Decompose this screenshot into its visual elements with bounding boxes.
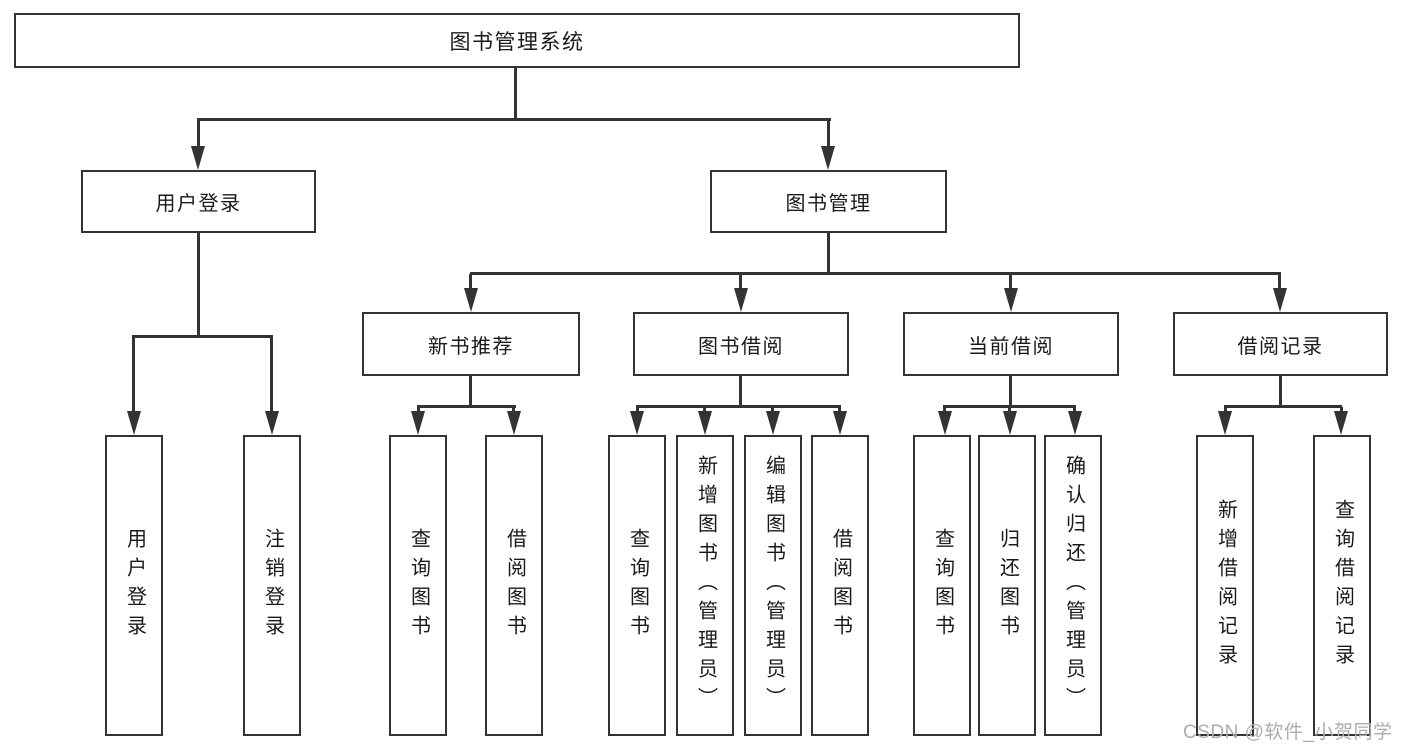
connector-line [1279,376,1282,407]
arrowhead-down-icon [1273,288,1287,312]
arrowhead-down-icon [191,146,205,170]
node-label: 当前借阅 [968,335,1054,358]
node-add-borrow-record: 新增借阅记录 [1196,435,1254,736]
connector-line [1009,376,1012,407]
connector-line [197,233,200,337]
node-logout: 注销登录 [243,435,301,736]
node-library-system: 图书管理系统 [14,13,1020,68]
arrowhead-down-icon [1218,411,1232,435]
arrowhead-down-icon [1004,288,1018,312]
connector-line [636,407,639,412]
node-label: 查询图书 [931,527,954,644]
node-label: 确认归还（管理员） [1062,455,1085,716]
connector-line [132,337,135,412]
node-query-books-recommend: 查询图书 [389,435,447,736]
arrowhead-down-icon [411,411,425,435]
arrowhead-down-icon [833,411,847,435]
csdn-watermark: CSDN @软件_小贺同学 [1183,722,1393,743]
connector-line [838,407,841,412]
node-label: 编辑图书（管理员） [762,455,785,716]
node-edit-books-admin: 编辑图书（管理员） [744,435,802,736]
connector-line [739,274,742,289]
connector-line [132,335,273,338]
connector-line [636,405,841,408]
node-label: 借阅图书 [829,527,852,644]
node-query-borrow-record: 查询借阅记录 [1313,435,1371,736]
arrowhead-down-icon [630,411,644,435]
node-current-borrowing: 当前借阅 [903,312,1119,376]
node-label: 新书推荐 [428,335,514,358]
arrowhead-down-icon [464,288,478,312]
node-user-login-leaf: 用户登录 [105,435,163,736]
arrowhead-down-icon [766,411,780,435]
connector-line [1224,405,1342,408]
node-book-management: 图书管理 [710,170,947,233]
node-return-books: 归还图书 [978,435,1036,736]
node-confirm-return-admin: 确认归还（管理员） [1044,435,1102,736]
node-label: 借阅图书 [503,527,526,644]
connector-line [1224,407,1227,412]
connector-line [469,376,472,407]
connector-line [703,407,706,412]
connector-line [514,68,517,120]
node-query-books-borrowing: 查询图书 [608,435,666,736]
node-borrow-books: 借阅图书 [811,435,869,736]
node-label: 借阅记录 [1237,335,1324,358]
connector-line [270,337,273,412]
connector-line [417,405,516,408]
arrowhead-down-icon [1334,411,1348,435]
connector-line [827,120,830,147]
arrowhead-down-icon [938,411,952,435]
node-label: 图书管理 [785,193,872,215]
connector-line [197,118,831,121]
node-label: 图书借阅 [698,335,784,358]
node-borrowing-records: 借阅记录 [1173,312,1388,376]
arrowhead-down-icon [507,411,521,435]
node-label: 用户登录 [155,193,242,215]
node-user-login: 用户登录 [81,170,316,233]
node-borrow-books-recommend: 借阅图书 [485,435,543,736]
connector-line [771,407,774,412]
connector-line [1008,407,1011,412]
node-label: 图书管理系统 [449,30,585,54]
connector-line [417,407,420,412]
arrowhead-down-icon [734,288,748,312]
arrowhead-down-icon [1068,411,1082,435]
arrowhead-down-icon [1003,411,1017,435]
arrowhead-down-icon [127,411,141,435]
connector-line [827,233,830,274]
arrowhead-down-icon [265,411,279,435]
connector-line [1278,274,1281,289]
node-label: 查询图书 [407,527,430,644]
node-label: 查询图书 [626,527,649,644]
connector-line [943,407,946,412]
connector-line [197,120,200,147]
node-book-borrowing: 图书借阅 [633,312,849,376]
node-label: 查询借阅记录 [1331,498,1354,673]
node-label: 用户登录 [123,527,146,644]
node-label: 归还图书 [996,527,1019,644]
connector-line [1340,407,1343,412]
connector-line [1073,407,1076,412]
node-add-books-admin: 新增图书（管理员） [676,435,734,736]
arrowhead-down-icon [821,146,835,170]
connector-line [469,274,472,289]
node-label: 新增图书（管理员） [694,455,717,716]
connector-line [943,405,1076,408]
arrowhead-down-icon [698,411,712,435]
node-label: 注销登录 [261,527,284,644]
node-new-book-recommend: 新书推荐 [362,312,580,376]
connector-line [470,272,1281,275]
node-label: 新增借阅记录 [1214,498,1237,673]
connector-line [1009,274,1012,289]
node-query-books-current: 查询图书 [913,435,971,736]
connector-line [512,407,515,412]
connector-line [739,376,742,407]
